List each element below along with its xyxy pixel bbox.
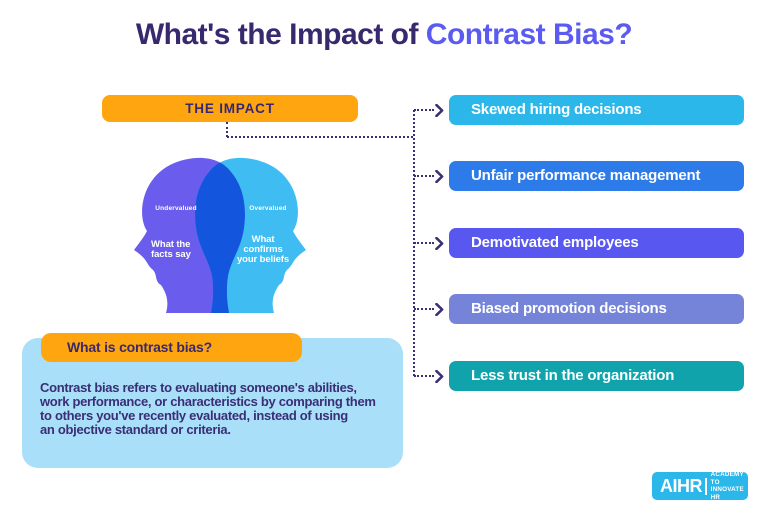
arrow-chevron-icon xyxy=(435,169,444,183)
definition-body-line: work performance, or characteristics by … xyxy=(40,394,376,409)
impact-item-label: Less trust in the organization xyxy=(449,361,744,391)
aihr-logo: AIHR ACADEMY TO INNOVATE HR xyxy=(652,471,748,501)
impact-row-unfair-performance: Unfair performance management xyxy=(414,161,754,191)
aihr-logo-tagline-line1: ACADEMY TO xyxy=(710,471,744,486)
definition-body-line: to others you've recently evaluated, ins… xyxy=(40,408,348,423)
left-head-top-label: Undervalued xyxy=(155,205,197,212)
impact-item-label: Biased promotion decisions xyxy=(449,294,744,324)
arrow-chevron-icon xyxy=(435,103,444,117)
impact-item-label: Skewed hiring decisions xyxy=(449,95,744,125)
impact-header-box: THE IMPACT xyxy=(102,95,358,122)
head-silhouettes-graphic xyxy=(134,157,306,313)
impact-item-label: Demotivated employees xyxy=(449,228,744,258)
connector-horizontal xyxy=(227,136,413,138)
connector-branch xyxy=(414,375,434,377)
impact-item-label: Unfair performance management xyxy=(449,161,744,191)
right-head-main-line3: your beliefs xyxy=(236,254,290,265)
right-head-main-line2: confirms xyxy=(243,244,283,255)
impact-row-skewed-hiring: Skewed hiring decisions xyxy=(414,95,754,125)
page-title-highlight: Contrast Bias? xyxy=(425,18,633,51)
left-head-main-label: What the facts say xyxy=(151,240,211,260)
impact-row-biased-promotion: Biased promotion decisions xyxy=(414,294,754,324)
left-head-main-line1: What the xyxy=(151,239,191,250)
arrow-chevron-icon xyxy=(435,302,444,316)
left-head-main-line2: facts say xyxy=(151,249,191,260)
arrow-chevron-icon xyxy=(435,236,444,250)
connector-branch xyxy=(414,109,434,111)
connector-branch xyxy=(414,175,434,177)
definition-heading-pill: What is contrast bias? xyxy=(41,333,302,362)
aihr-logo-divider xyxy=(705,477,707,495)
right-head-main-label: What confirms your beliefs xyxy=(226,235,300,265)
impact-row-less-trust: Less trust in the organization xyxy=(414,361,754,391)
right-head-top-label: Overvalued xyxy=(249,205,287,212)
connector-branch xyxy=(414,308,434,310)
venn-heads-illustration: Undervalued What the facts say Overvalue… xyxy=(130,155,310,313)
connector-branch xyxy=(414,242,434,244)
aihr-logo-tagline: ACADEMY TO INNOVATE HR xyxy=(711,471,748,501)
aihr-logo-tagline-line2: INNOVATE HR xyxy=(710,486,744,501)
arrow-chevron-icon xyxy=(435,369,444,383)
definition-body-line: an objective standard or criteria. xyxy=(40,422,231,437)
definition-body-text: Contrast bias refers to evaluating someo… xyxy=(40,381,395,437)
definition-body-line: Contrast bias refers to evaluating someo… xyxy=(40,380,357,395)
connector-stub-vertical xyxy=(226,122,228,137)
page-title-prefix: What's the Impact of xyxy=(135,18,426,51)
impact-row-demotivated-employees: Demotivated employees xyxy=(414,228,754,258)
page-title: What's the Impact of Contrast Bias? xyxy=(0,18,768,52)
right-head-main-line1: What xyxy=(251,234,275,245)
aihr-logo-wordmark: AIHR xyxy=(660,476,703,496)
